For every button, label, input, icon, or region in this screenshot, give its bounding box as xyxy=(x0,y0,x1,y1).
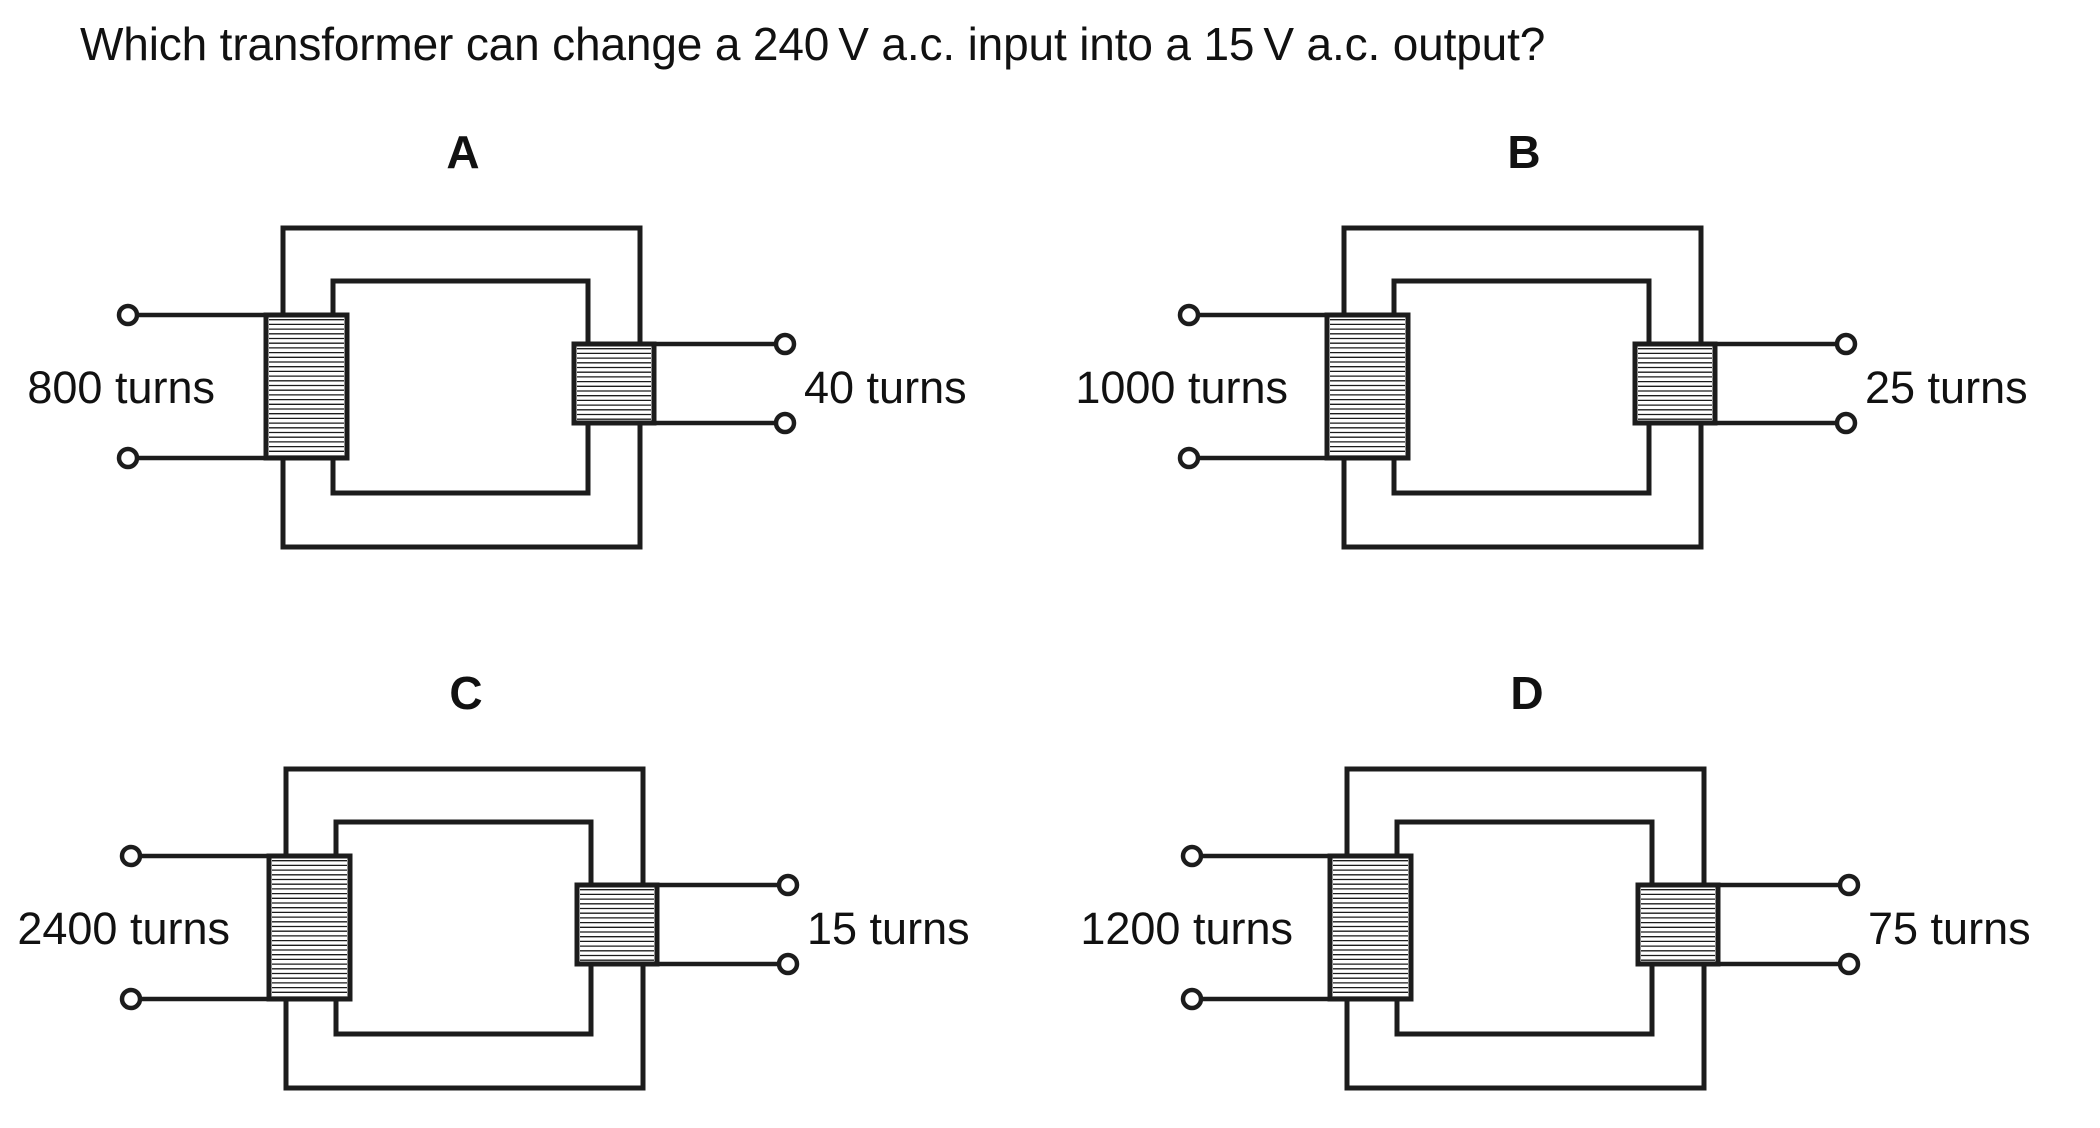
secondary-coil-body xyxy=(1635,882,1721,967)
primary-turns-label: 1200 turns xyxy=(1080,903,1293,954)
secondary-coil-body xyxy=(1632,341,1718,426)
core-inner-edge xyxy=(1391,278,1652,496)
input-terminal-icon xyxy=(1180,987,1204,1011)
option-letter: B xyxy=(1507,126,1540,178)
primary-turns-label: 2400 turns xyxy=(17,903,230,954)
primary-winding-hatch xyxy=(272,860,347,998)
primary-coil xyxy=(1180,844,1414,1011)
secondary-winding-hatch xyxy=(577,348,651,420)
output-terminal-icon xyxy=(1837,952,1861,976)
primary-winding-hatch xyxy=(1330,319,1405,457)
input-terminal-icon xyxy=(116,446,140,470)
input-terminal-icon xyxy=(1177,446,1201,470)
output-terminal-icon xyxy=(776,873,800,897)
input-terminal-icon xyxy=(116,303,140,327)
secondary-winding-hatch xyxy=(1641,889,1715,961)
primary-winding-hatch xyxy=(1333,860,1408,998)
secondary-coil xyxy=(1635,873,1861,976)
primary-coil xyxy=(119,844,353,1011)
output-terminal-icon xyxy=(776,952,800,976)
core-inner-edge xyxy=(1394,819,1655,1037)
option-letter: D xyxy=(1510,667,1543,719)
secondary-turns-label: 40 turns xyxy=(804,362,967,413)
output-terminal-icon xyxy=(773,332,797,356)
transformer-option-c[interactable]: C 2400 turns 15 turns xyxy=(17,667,970,1091)
output-terminal-icon xyxy=(1834,411,1858,435)
secondary-coil xyxy=(574,873,800,976)
core-inner-edge xyxy=(333,819,594,1037)
secondary-coil-body xyxy=(571,341,657,426)
option-letter: C xyxy=(449,667,482,719)
output-terminal-icon xyxy=(1834,332,1858,356)
secondary-coil xyxy=(571,332,797,435)
primary-coil xyxy=(116,303,350,470)
transformer-option-a[interactable]: A 800 turns 40 turns xyxy=(27,126,967,550)
option-letter: A xyxy=(446,126,479,178)
secondary-turns-label: 15 turns xyxy=(807,903,970,954)
primary-winding-hatch xyxy=(269,319,344,457)
secondary-winding-hatch xyxy=(580,889,654,961)
transformer-option-d[interactable]: D 1200 turns 75 turns xyxy=(1080,667,2031,1091)
input-terminal-icon xyxy=(1180,844,1204,868)
question-text: Which transformer can change a 240 V a.c… xyxy=(80,18,1546,70)
transformer-option-b[interactable]: B 1000 turns 25 turns xyxy=(1075,126,2028,550)
primary-turns-label: 1000 turns xyxy=(1075,362,1288,413)
primary-turns-label: 800 turns xyxy=(27,362,215,413)
primary-coil xyxy=(1177,303,1411,470)
output-terminal-icon xyxy=(1837,873,1861,897)
input-terminal-icon xyxy=(1177,303,1201,327)
primary-coil-body xyxy=(1324,312,1411,461)
input-terminal-icon xyxy=(119,844,143,868)
output-terminal-icon xyxy=(773,411,797,435)
secondary-turns-label: 25 turns xyxy=(1865,362,2028,413)
secondary-turns-label: 75 turns xyxy=(1868,903,2031,954)
secondary-winding-hatch xyxy=(1638,348,1712,420)
secondary-coil xyxy=(1632,332,1858,435)
secondary-coil-body xyxy=(574,882,660,967)
input-terminal-icon xyxy=(119,987,143,1011)
primary-coil-body xyxy=(263,312,350,461)
core-inner-edge xyxy=(330,278,591,496)
